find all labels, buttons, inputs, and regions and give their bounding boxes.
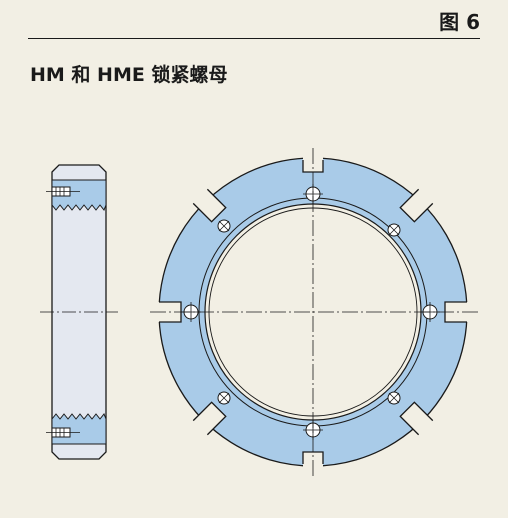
figure-label: 图 6 [439,10,480,34]
front-view [150,148,478,478]
set-screw-top [46,186,80,197]
diagram-title: HM 和 HME 锁紧螺母 [30,64,228,86]
header-divider [28,38,480,39]
set-screw-bottom [46,427,80,438]
side-section-view [40,164,118,460]
